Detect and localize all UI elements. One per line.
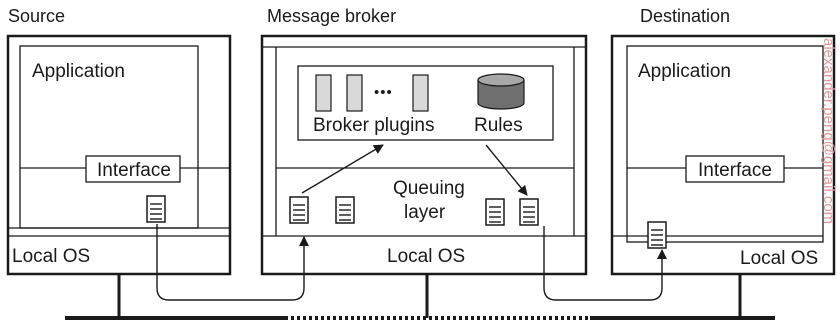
broker-title: Message broker: [267, 6, 396, 26]
broker-queuing-label-2: layer: [404, 202, 446, 223]
plugin-icon: [346, 74, 363, 112]
destination-local-os-label: Local OS: [740, 248, 818, 269]
source-to-broker-arrow: [156, 224, 309, 301]
destination-node: Destination Application Interface Local …: [610, 6, 836, 276]
broker-node: Message broker ••• Broker plugins Rules …: [260, 6, 588, 276]
broker-to-destination-arrow: [543, 226, 667, 301]
broker-queue-icon-out: [519, 198, 539, 226]
broker-queue-icon: [335, 196, 355, 224]
source-application-box: [19, 45, 199, 229]
broker-plugins-label: Broker plugins: [313, 115, 434, 136]
destination-queue-icon: [647, 221, 667, 249]
destination-title: Destination: [640, 6, 730, 26]
source-title: Source: [8, 6, 65, 26]
plugin-icon: [315, 74, 332, 112]
source-interface-label: Interface: [97, 160, 171, 181]
broker-local-os-label: Local OS: [387, 246, 465, 267]
broker-queuing-label-1: Queuing: [393, 178, 465, 199]
destination-application-label: Application: [638, 61, 731, 82]
email-watermark: alexander.peng@gmail.com: [820, 38, 837, 224]
broker-queue-icon-in: [289, 196, 309, 224]
plugin-icon: [412, 74, 429, 112]
source-queue-icon: [146, 195, 166, 223]
rules-to-queue-arrow: [485, 144, 528, 196]
network: [65, 274, 775, 320]
destination-interface-box: [685, 155, 785, 183]
source-interface-box: [85, 155, 181, 183]
source-node: Source Application Interface Local OS: [6, 6, 232, 276]
rules-database-icon: [477, 73, 525, 110]
destination-interface-label: Interface: [698, 160, 772, 181]
source-local-os-label: Local OS: [12, 246, 90, 267]
broker-queue-icon: [485, 198, 505, 226]
queue-to-plugins-arrow: [301, 144, 384, 194]
source-application-label: Application: [32, 61, 125, 82]
destination-application-box: [626, 45, 824, 243]
broker-rules-label: Rules: [474, 115, 523, 136]
plugin-ellipsis: •••: [374, 84, 393, 101]
